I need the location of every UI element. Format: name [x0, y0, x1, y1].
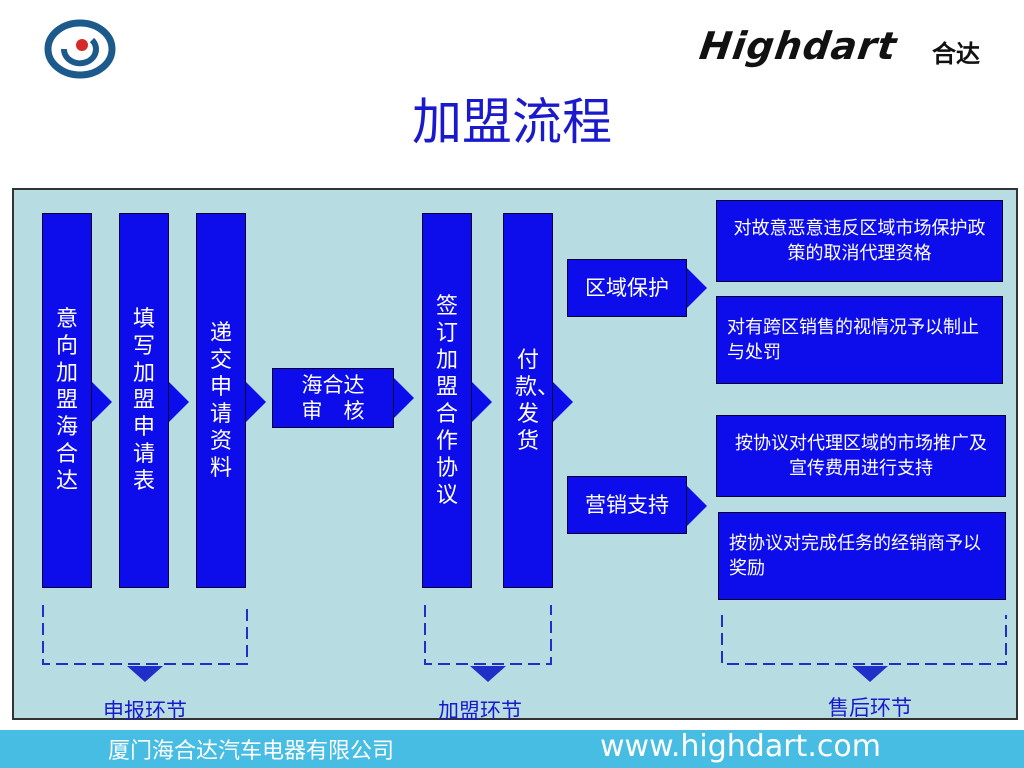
- region-policy-penalty: 对有跨区销售的视情况予以制止与处罚: [716, 296, 1003, 384]
- arrow-right-icon: [246, 382, 266, 422]
- marketing-item-2-text: 按协议对完成任务的经销商予以奖励: [729, 533, 981, 579]
- branch-marketing-support: 营销支持: [567, 476, 687, 534]
- marketing-reward: 按协议对完成任务的经销商予以奖励: [718, 512, 1006, 600]
- branch-region-protection: 区域保护: [567, 259, 687, 317]
- arrow-right-icon: [553, 382, 573, 422]
- company-logo-icon: [42, 18, 122, 80]
- step-review-label: 海合达审 核: [301, 373, 365, 423]
- branch-marketing-label: 营销支持: [585, 493, 669, 517]
- step-intent-label: 意向加盟海合达: [55, 307, 78, 494]
- step-submit-docs-label: 递交申请资料: [209, 320, 232, 481]
- marketing-promotion-support: 按协议对代理区域的市场推广及宣传费用进行支持: [716, 415, 1006, 497]
- step-sign-agreement: 签订加盟合作协议: [422, 213, 472, 588]
- arrow-right-icon: [394, 378, 414, 418]
- arrow-right-icon: [687, 268, 707, 308]
- bracket-apply-pointer: [127, 666, 163, 682]
- region-policy-revoke: 对故意恶意违反区域市场保护政策的取消代理资格: [716, 200, 1003, 282]
- arrow-right-icon: [687, 486, 707, 526]
- footer-company: 厦门海合达汽车电器有限公司: [108, 739, 395, 764]
- step-pay-label: 付款、发货: [515, 347, 560, 454]
- phase-apply: 申报环节: [103, 699, 187, 723]
- region-item-2-text: 对有跨区销售的视情况予以制止与处罚: [727, 317, 979, 363]
- phase-aftersales: 售后环节: [828, 696, 912, 720]
- step-fill-form: 填写加盟申请表: [119, 213, 169, 588]
- footer-website-link[interactable]: www.highdart.com: [600, 729, 881, 764]
- bracket-apply: [42, 605, 248, 665]
- bracket-aftersales-pointer: [852, 666, 888, 682]
- step-fill-form-label: 填写加盟申请表: [132, 307, 155, 494]
- bracket-join: [424, 605, 552, 665]
- step-submit-docs: 递交申请资料: [196, 213, 246, 588]
- region-item-1-text: 对故意恶意违反区域市场保护政策的取消代理资格: [733, 218, 986, 264]
- step-intent: 意向加盟海合达: [42, 213, 92, 588]
- step-payment-delivery: 付款、发货: [503, 213, 560, 588]
- arrow-right-icon: [92, 382, 112, 422]
- bracket-join-pointer: [470, 666, 506, 682]
- branch-region-label: 区域保护: [585, 276, 669, 300]
- brand-logo: Highdart 合达: [697, 24, 1000, 74]
- step-sign-label: 签订加盟合作协议: [435, 293, 458, 508]
- arrow-right-icon: [169, 382, 189, 422]
- footer-bar: [0, 730, 1024, 768]
- bracket-aftersales: [721, 615, 1007, 665]
- brand-chinese-name: 合达: [932, 40, 980, 68]
- arrow-right-icon: [472, 382, 492, 422]
- phase-join: 加盟环节: [438, 699, 522, 723]
- marketing-item-1-text: 按协议对代理区域的市场推广及宣传费用进行支持: [735, 433, 987, 479]
- page-title: 加盟流程: [412, 93, 612, 151]
- step-review: 海合达审 核: [272, 368, 394, 428]
